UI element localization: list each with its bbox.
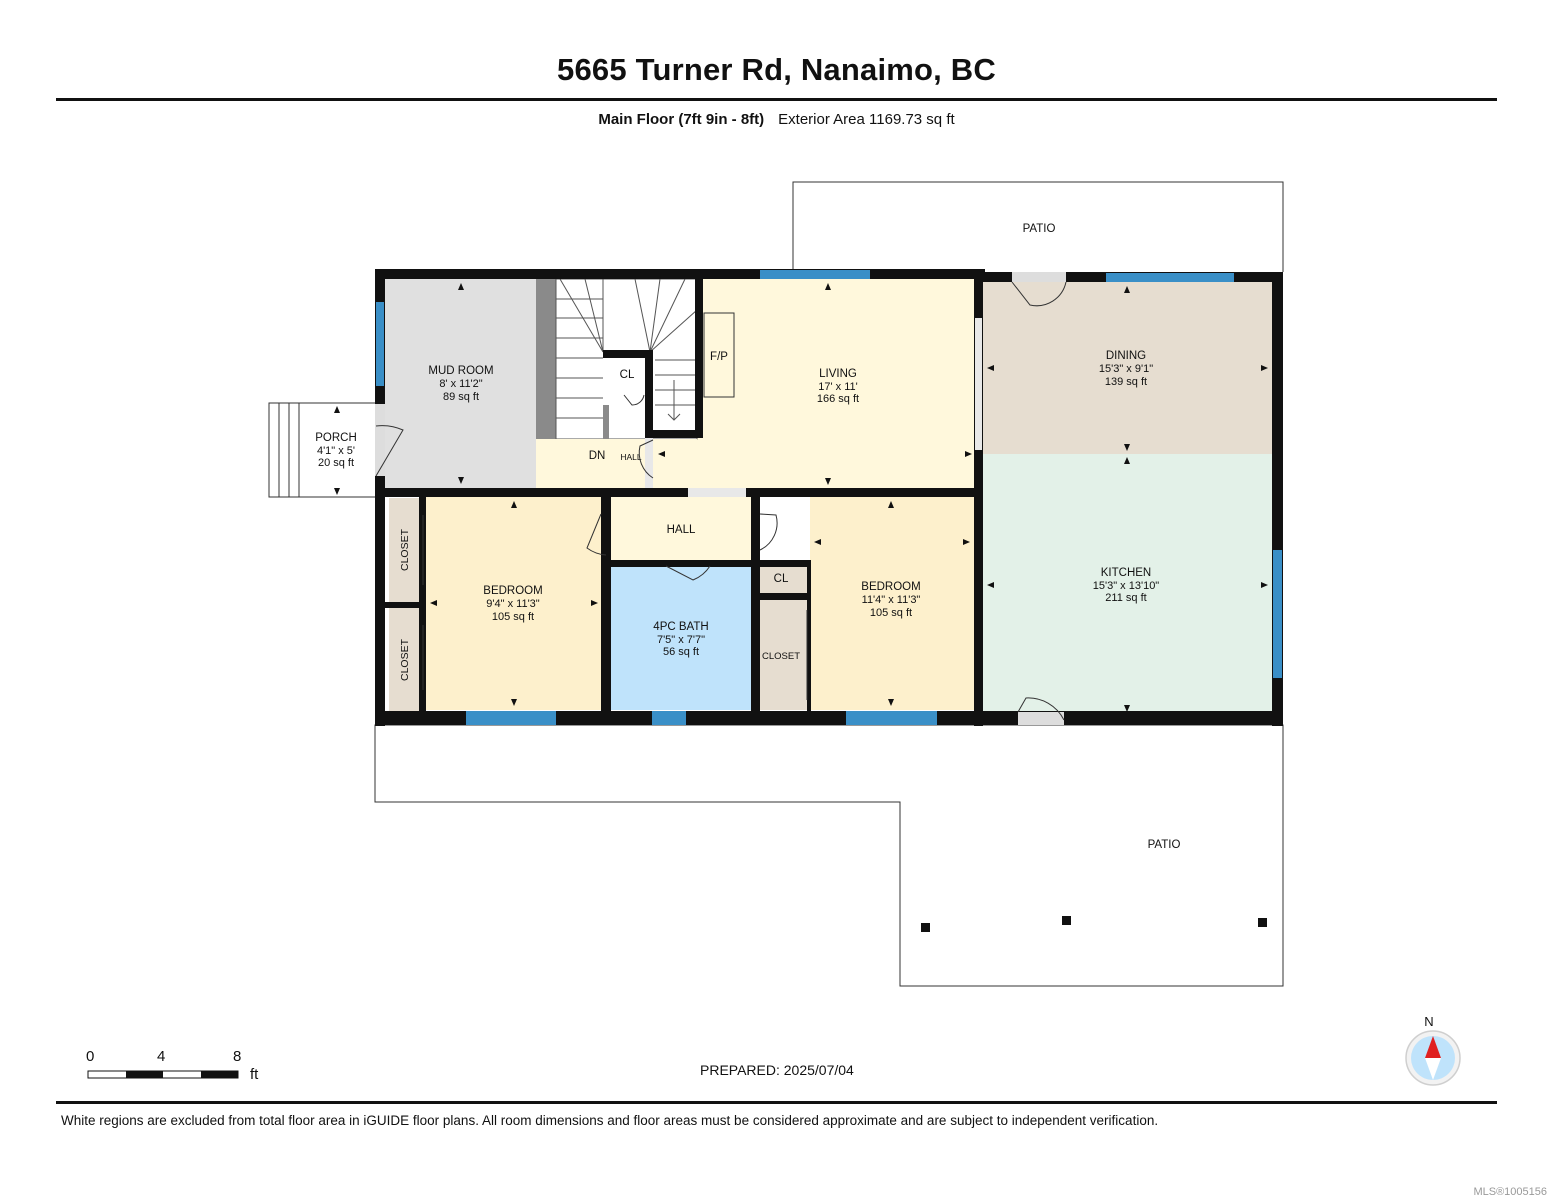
footer-divider — [56, 1101, 1497, 1104]
patio-post — [1258, 918, 1267, 927]
door-swings — [375, 281, 1067, 721]
disclaimer-text: White regions are excluded from total fl… — [61, 1113, 1159, 1128]
closet-2-label: CLOSET — [399, 638, 411, 681]
patio-bottom-outline — [374, 724, 1284, 987]
bedroom-left-fill — [426, 497, 601, 710]
floor-subtitle: Main Floor (7ft 9in - 8ft) Exterior Area … — [0, 111, 1553, 128]
bedroom-right-fill — [810, 497, 974, 710]
closet-2-fill — [389, 608, 419, 711]
bath-fill — [611, 567, 751, 710]
living-name: LIVING — [819, 368, 857, 380]
closet-3-label: CLOSET — [762, 651, 800, 662]
hall-small-label: HALL — [620, 452, 642, 462]
bath-name: 4PC BATH — [653, 621, 708, 633]
windows — [376, 270, 1282, 725]
scale-tick-4: 4 — [157, 1048, 166, 1065]
dimension-arrows — [334, 283, 1268, 712]
staircase — [555, 278, 698, 440]
bedroom-left-area: 105 sq ft — [492, 611, 534, 623]
dining-area: 139 sq ft — [1105, 376, 1147, 388]
patio-post — [921, 923, 930, 932]
kitchen-area: 211 sq ft — [1105, 592, 1146, 604]
patio-bottom-label: PATIO — [1148, 839, 1181, 851]
hall-fill — [611, 497, 751, 560]
stair-rail-small — [603, 405, 609, 439]
kitchen-dims: 15'3" x 13'10" — [1093, 580, 1160, 592]
title-divider — [56, 98, 1497, 101]
cl-right-label: CL — [774, 573, 789, 585]
hall-opening — [688, 488, 746, 497]
fireplace-label: F/P — [710, 351, 728, 363]
closet-1-fill — [389, 498, 419, 602]
bedroom-right-name: BEDROOM — [861, 581, 920, 593]
landing-fill — [536, 439, 697, 488]
closet-1-label: CLOSET — [399, 528, 411, 571]
dining-dims: 15'3" x 9'1" — [1099, 363, 1153, 375]
porch-door-opening — [375, 404, 385, 476]
scale-unit: ft — [250, 1066, 259, 1083]
living-dims: 17' x 11' — [818, 381, 857, 393]
scale-bar — [87, 1070, 239, 1079]
dining-fill — [983, 282, 1272, 454]
page-title: 5665 Turner Rd, Nanaimo, BC — [557, 52, 996, 87]
bedroom-right-area: 105 sq ft — [870, 607, 912, 619]
bedroom-right-dims: 11'4" x 11'3" — [862, 594, 921, 606]
stair-rail — [536, 279, 556, 439]
compass-north-label: N — [1424, 1014, 1433, 1029]
stairs-down-label: DN — [589, 450, 606, 462]
kitchen-name: KITCHEN — [1101, 567, 1151, 579]
porch-dims: 4'1" x 5' — [317, 445, 355, 457]
patio-post — [1062, 916, 1071, 925]
mls-watermark: MLS®1005156 — [1473, 1186, 1547, 1198]
bath-dims: 7'5" x 7'7" — [657, 634, 705, 646]
living-area: 166 sq ft — [817, 393, 859, 405]
mud-room-fill — [385, 279, 537, 488]
fireplace-outline — [703, 312, 735, 398]
compass-icon: N — [1405, 1014, 1461, 1086]
mud-room-dims: 8' x 11'2" — [439, 378, 482, 390]
bedroom-left-name: BEDROOM — [483, 585, 542, 597]
cl-stair-label: CL — [620, 369, 635, 381]
porch-area: 20 sq ft — [318, 457, 354, 469]
floor-label: Main Floor (7ft 9in - 8ft) — [598, 111, 765, 128]
living-dining-opening — [975, 318, 982, 450]
bath-area: 56 sq ft — [663, 646, 699, 658]
dining-name: DINING — [1106, 350, 1146, 362]
dining-door-opening — [1012, 272, 1066, 282]
cl-right-fill — [760, 566, 807, 594]
mud-room-name: MUD ROOM — [428, 365, 493, 377]
scale-tick-0: 0 — [86, 1048, 95, 1065]
prepared-date: PREPARED: 2025/07/04 — [700, 1062, 854, 1078]
porch-name: PORCH — [315, 432, 357, 444]
kitchen-door-opening — [1018, 712, 1064, 725]
stair-hall-opening — [645, 438, 653, 488]
mud-room-area: 89 sq ft — [443, 391, 479, 403]
scale-tick-8: 8 — [233, 1048, 242, 1065]
patio-top-label: PATIO — [1023, 223, 1056, 235]
closet-3-fill — [760, 600, 807, 710]
hall-main-label: HALL — [667, 524, 696, 536]
patio-top-outline — [792, 181, 1284, 272]
living-fill — [697, 279, 976, 488]
bedroom-left-dims: 9'4" x 11'3" — [486, 598, 539, 610]
kitchen-fill — [983, 454, 1272, 716]
exterior-area-label: Exterior Area 1169.73 sq ft — [778, 111, 955, 128]
